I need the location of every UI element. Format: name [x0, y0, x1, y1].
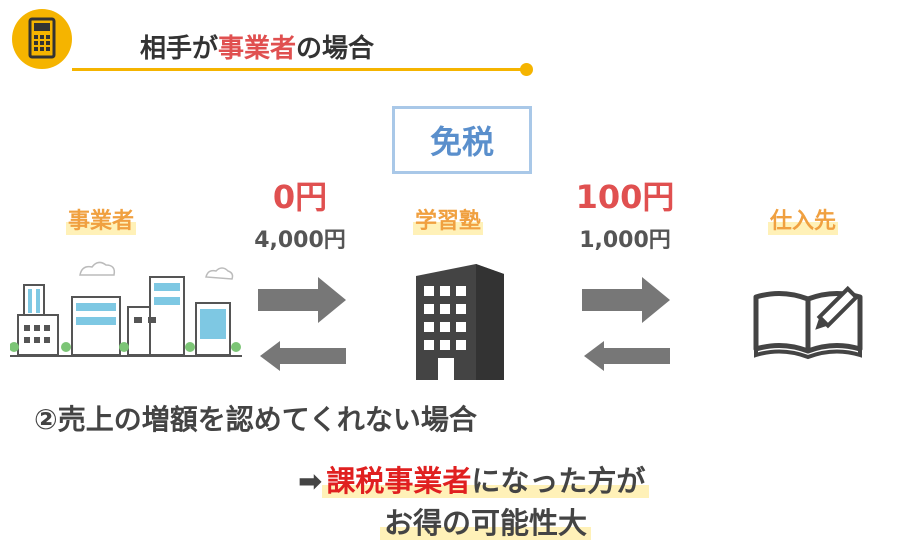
left-flow-amount: 4,000円 — [254, 228, 346, 253]
page-title: 相手が事業者の場合 — [140, 34, 375, 64]
flow-arrow-right-right-section — [582, 277, 670, 323]
title-underline-dot — [520, 63, 533, 76]
cityscape-icon — [10, 261, 242, 357]
conclusion-line-2: お得の可能性大 — [380, 500, 592, 542]
flow-arrow-left-right-section — [584, 341, 670, 371]
entity-label-right: 仕入先 — [768, 203, 839, 235]
tax-status-box: 免税 — [392, 106, 532, 174]
calculator-icon — [28, 17, 56, 59]
right-flow-tax: 100円 — [575, 178, 675, 216]
conclusion-line-1: ➡課税事業者になった方が — [298, 458, 650, 500]
conclusion-highlight: 課税事業者 — [326, 464, 472, 498]
entity-label-left: 事業者 — [66, 203, 137, 235]
book-and-pencil-icon — [753, 285, 863, 360]
entity-label-center: 学習塾 — [413, 203, 484, 235]
calculator-badge — [12, 9, 72, 69]
flow-arrow-left-left-section — [260, 341, 346, 371]
left-flow-tax: 0円 — [272, 178, 328, 216]
right-flow-amount: 1,000円 — [579, 228, 671, 253]
title-highlight: 事業者 — [218, 34, 297, 64]
office-building-icon — [416, 264, 504, 380]
flow-arrow-right-left-section — [258, 277, 346, 323]
arrow-right-icon: ➡ — [298, 464, 323, 498]
title-underline — [72, 68, 527, 71]
case-description: ②売上の増額を認めてくれない場合 — [34, 403, 477, 436]
